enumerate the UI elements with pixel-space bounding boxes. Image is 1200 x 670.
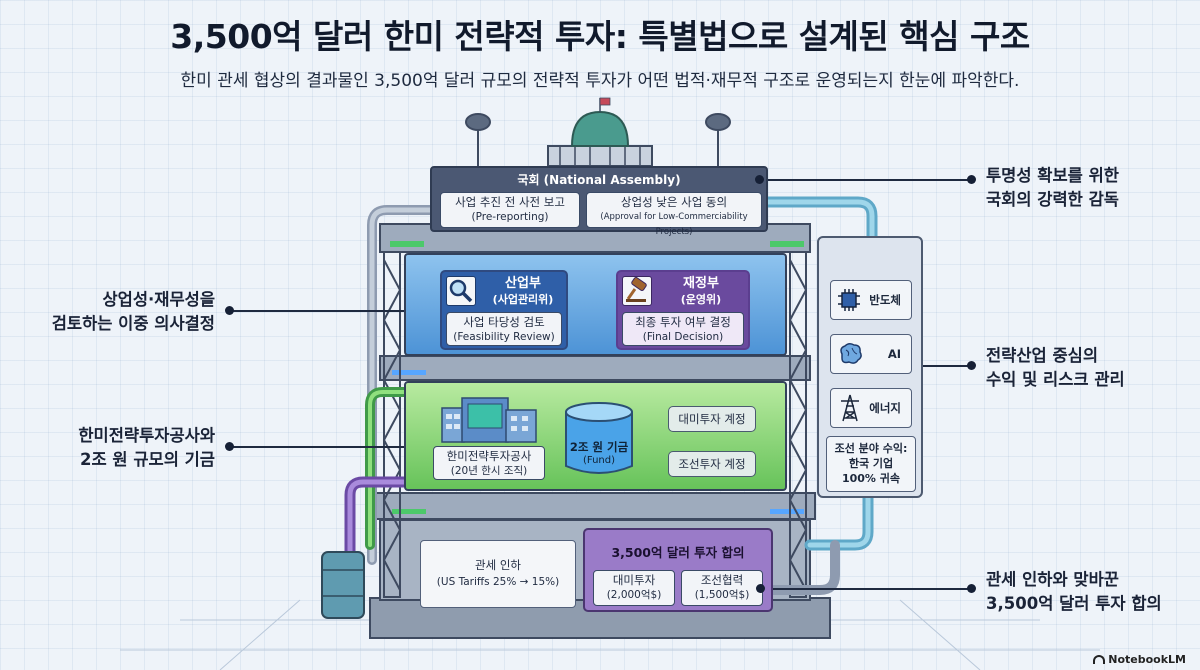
office-building-icon bbox=[438, 396, 542, 444]
fund-tank-icon bbox=[562, 400, 636, 480]
corporation-label: 한미전략투자공사 (20년 한시 조직) bbox=[433, 446, 545, 480]
sector-ai: AI bbox=[830, 334, 912, 374]
page-subtitle: 한미 관세 협상의 결과물인 3,500억 달러 규모의 전략적 투자가 어떤 … bbox=[180, 71, 1020, 91]
brain-icon bbox=[837, 342, 863, 366]
callout-dot bbox=[755, 175, 764, 184]
callout-dot bbox=[967, 584, 976, 593]
sector-energy: 에너지 bbox=[830, 388, 912, 428]
finance-ministry-role: (운영위) bbox=[680, 293, 722, 306]
callout-dot bbox=[756, 584, 765, 593]
us-investment-account: 대미투자 계정 bbox=[668, 406, 756, 432]
callout-dot bbox=[967, 361, 976, 370]
industry-ministry-role: (사업관리위) bbox=[492, 293, 554, 306]
fund-label: 2조 원 기금 (Fund) bbox=[569, 440, 629, 466]
industry-ministry-card: 산업부 (사업관리위) 사업 타당성 검토 (Feasibility Revie… bbox=[440, 270, 568, 350]
callout-line bbox=[230, 310, 440, 312]
investment-agreement-box: 3,500억 달러 투자 합의 대미투자 (2,000억$) 조선협력 (1,5… bbox=[583, 528, 773, 612]
callout-dot bbox=[967, 175, 976, 184]
brand-icon bbox=[1093, 655, 1106, 664]
agreement-title: 3,500억 달러 투자 합의 bbox=[611, 545, 745, 560]
strategic-sector-panel: 반도체 AI 에너지 조선 분야 수익: 한국 기업 100% 귀속 bbox=[817, 236, 923, 498]
gavel-icon bbox=[622, 276, 652, 306]
us-investment-amount: 대미투자 (2,000억$) bbox=[593, 570, 675, 606]
finance-ministry-card: 재정부 (운영위) 최종 투자 여부 결정 (Final Decision) bbox=[616, 270, 750, 350]
industry-ministry-name: 산업부 bbox=[505, 276, 541, 291]
approval-box: 상업성 낮은 사업 동의 (Approval for Low-Commercia… bbox=[586, 192, 762, 237]
pre-reporting-box: 사업 추진 전 사전 보고 (Pre-reporting) bbox=[440, 192, 580, 228]
callout-line bbox=[760, 179, 970, 181]
shipbuilding-account: 조선투자 계정 bbox=[668, 451, 756, 477]
magnifier-icon bbox=[446, 276, 476, 306]
assembly-title: 국회 (National Assembly) bbox=[517, 173, 681, 187]
callout-line bbox=[230, 446, 430, 448]
sector-semiconductor: 반도체 bbox=[830, 280, 912, 320]
callout-dot bbox=[225, 442, 234, 451]
final-decision-box: 최종 투자 여부 결정 (Final Decision) bbox=[622, 312, 744, 346]
shipbuilding-profit-note: 조선 분야 수익: 한국 기업 100% 귀속 bbox=[826, 436, 916, 492]
tariff-reduction-box: 관세 인하 (US Tariffs 25% → 15%) bbox=[420, 540, 576, 608]
page-title: 3,500억 달러 한미 전략적 투자: 특별법으로 설계된 핵심 구조 bbox=[170, 17, 1030, 56]
finance-ministry-name: 재정부 bbox=[683, 276, 719, 291]
shipbuilding-cooperation-amount: 조선협력 (1,500억$) bbox=[681, 570, 763, 606]
chip-icon bbox=[837, 288, 861, 312]
brand-label: NotebookLM bbox=[1093, 653, 1186, 666]
callout-dot bbox=[225, 306, 234, 315]
feasibility-review-box: 사업 타당성 검토 (Feasibility Review) bbox=[446, 312, 562, 346]
callout-line bbox=[923, 365, 971, 367]
callout-line bbox=[760, 588, 970, 590]
power-tower-icon bbox=[839, 394, 861, 422]
national-assembly-panel: 국회 (National Assembly) 사업 추진 전 사전 보고 (Pr… bbox=[430, 166, 768, 237]
